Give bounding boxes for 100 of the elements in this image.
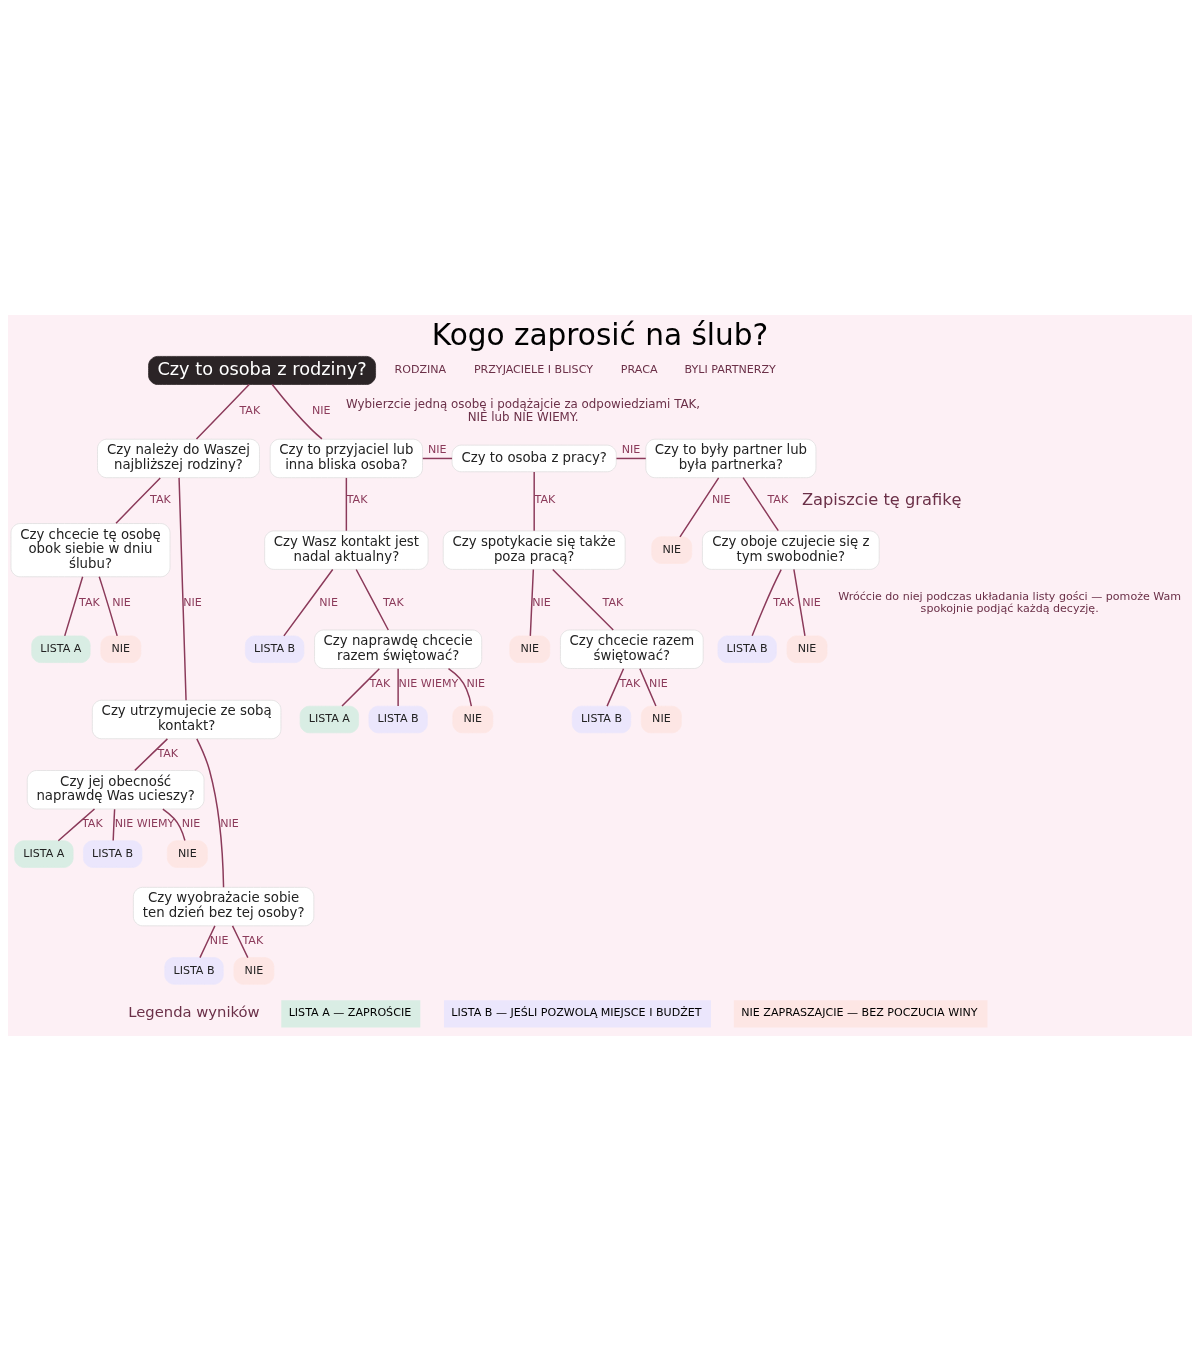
- edge-label: NIE: [311, 403, 331, 417]
- edge-label: TAK: [157, 746, 179, 760]
- edge-label: NIE: [621, 442, 641, 456]
- connector: [231, 924, 249, 958]
- node-box: LISTA B: [164, 956, 224, 985]
- edge-label: TAK: [242, 933, 264, 947]
- connector: [178, 476, 187, 701]
- connector: [115, 476, 161, 524]
- node-box: NIE: [233, 956, 275, 985]
- connector: [341, 667, 381, 707]
- connector: [271, 383, 323, 440]
- edge-label: TAK: [79, 595, 100, 609]
- connector: [606, 667, 625, 707]
- node-box: NIE: [641, 705, 682, 733]
- node-box: LISTA B: [368, 705, 428, 733]
- edge-label: TAK: [602, 595, 624, 609]
- legend-label: NIE ZAPRASZAJCIE — BEZ POCZUCIA WINY: [741, 1005, 978, 1019]
- diagram-title: Kogo zaprosić na ślub?: [431, 317, 769, 352]
- edge-label: NIE: [649, 676, 668, 690]
- edge-label: TAK: [239, 403, 261, 417]
- connector: [422, 457, 453, 459]
- connector: [345, 476, 348, 531]
- edge-label: TAK: [150, 492, 171, 506]
- label: Zapiszcie tę grafikę: [801, 489, 962, 509]
- edge-label: TAK: [346, 492, 368, 506]
- edge-label: TAK: [382, 595, 404, 609]
- legend-label: LISTA B — JEŚLI POZWOLĄ MIEJSCE I BUDŻET: [451, 1005, 702, 1019]
- node-box: Czy jej obecność naprawdę Was ucieszy?: [26, 769, 205, 809]
- node-box: LISTA B: [717, 635, 777, 663]
- node-box: Czy należy do Waszej najbliższej rodziny?: [97, 438, 260, 478]
- edge-label: NIE: [532, 595, 551, 609]
- node-box: Czy chcecie tę osobę obok siebie w dniu ślubu?: [10, 522, 171, 577]
- edge-label: NIE: [181, 816, 201, 830]
- edge-label: TAK: [369, 676, 391, 690]
- connector: [283, 568, 334, 637]
- connector: [793, 568, 806, 637]
- edge-label: TAK: [767, 492, 789, 506]
- connector: [615, 457, 647, 459]
- node-box: LISTA B: [571, 705, 632, 733]
- node-box: Czy utrzymujecie ze sobą kontakt?: [91, 699, 282, 739]
- label: PRZYJACIELE I BLISCY: [473, 362, 593, 376]
- edge-label: NIE: [711, 492, 731, 506]
- connector: [199, 924, 216, 958]
- edge-label: NIE: [466, 676, 486, 690]
- connector: [552, 568, 614, 631]
- connector: [196, 737, 225, 888]
- edge-label: NIE WIEMY: [398, 676, 459, 690]
- node-box: NIE: [509, 635, 551, 663]
- node-box: NIE: [167, 839, 208, 868]
- edge-label: NIE: [209, 933, 229, 947]
- node-box: LISTA B: [83, 839, 143, 868]
- connector: [64, 575, 84, 637]
- connector: [529, 568, 535, 637]
- edge-label: TAK: [773, 595, 795, 609]
- node-box: Czy wyobrażacie sobie ten dzień bez tej osoby?: [133, 886, 315, 926]
- node-box: Czy to osoba z rodziny?: [148, 355, 376, 385]
- connector: [679, 476, 720, 538]
- node-box: Czy Wasz kontakt jest nadal aktualny?: [264, 530, 429, 570]
- legend-label: LISTA A — ZAPROŚCIE: [288, 1005, 412, 1019]
- connector: [447, 667, 473, 707]
- label: BYLI PARTNERZY: [684, 362, 776, 376]
- node-box: Czy to były partner lub była partnerka?: [645, 438, 817, 478]
- node-box: NIE: [452, 705, 494, 733]
- node-box: Czy to osoba z pracy?: [451, 444, 617, 472]
- label: Wróćcie do niej podczas układania listy gości — pomoże Wam spokojnie podjąć każdą decyzję.: [838, 589, 1182, 615]
- node-box: Czy spotykacie się także poza pracą?: [442, 530, 626, 570]
- connector: [751, 568, 782, 637]
- node-box: NIE: [651, 536, 693, 564]
- edge-label: TAK: [619, 676, 641, 690]
- edge-label: NIE: [428, 442, 447, 456]
- edge-label: TAK: [81, 816, 103, 830]
- edge-label: NIE: [319, 595, 338, 609]
- connector: [397, 667, 399, 707]
- label: RODZINA: [394, 362, 447, 376]
- node-box: LISTA B: [245, 635, 305, 663]
- connector: [112, 808, 116, 841]
- node-box: NIE: [100, 635, 142, 663]
- connector: [195, 383, 250, 440]
- edge-label: NIE: [112, 595, 131, 609]
- edge-label: NIE WIEMY: [114, 816, 175, 830]
- connector: [355, 568, 390, 631]
- node-box: Czy naprawdę chcecie razem świętować?: [314, 629, 483, 669]
- connector: [533, 470, 535, 532]
- label: PRACA: [620, 362, 658, 376]
- label: Legenda wyników: [128, 1002, 260, 1020]
- connector: [134, 737, 169, 771]
- connector: [162, 807, 186, 841]
- node-box: LISTA A: [31, 635, 91, 663]
- label: Wybierzcie jedną osobę i podążajcie za odpowiedziami TAK, NIE lub NIE WIEMY.: [346, 396, 701, 424]
- edge-label: NIE: [183, 595, 202, 609]
- connector: [639, 667, 657, 707]
- node-box: LISTA A: [14, 839, 74, 868]
- edge-label: NIE: [220, 816, 239, 830]
- node-box: Czy to przyjaciel lub inna bliska osoba?: [269, 438, 423, 478]
- connector: [98, 575, 118, 637]
- node-box: Czy oboje czujecie się z tym swobodnie?: [702, 530, 880, 570]
- node-box: LISTA A: [299, 705, 359, 733]
- connector: [57, 807, 96, 841]
- connector: [742, 476, 779, 531]
- node-box: NIE: [786, 635, 828, 663]
